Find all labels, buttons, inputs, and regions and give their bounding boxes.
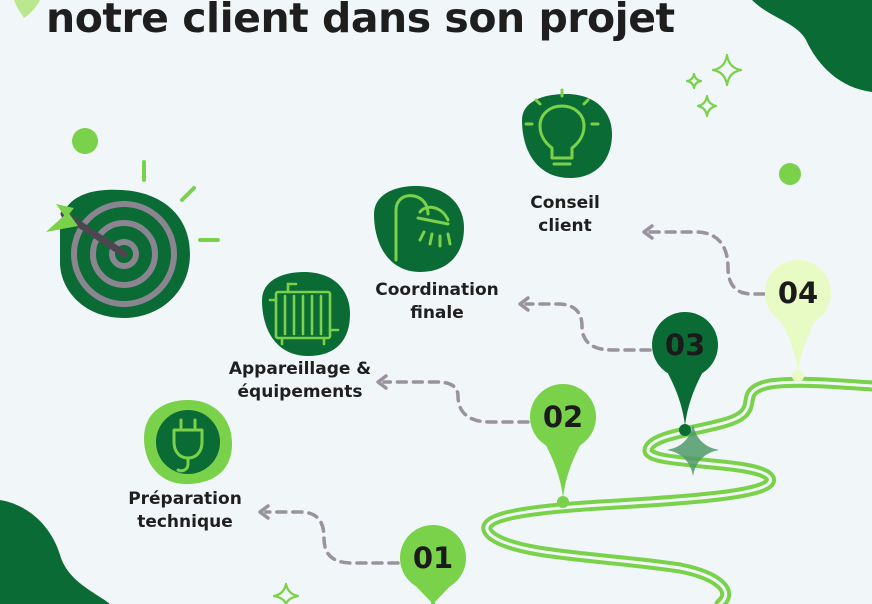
step-03-label-line2: finale <box>410 303 464 323</box>
pin-01 <box>400 525 466 604</box>
step-01-number: 01 <box>412 541 454 575</box>
road-center-line <box>485 380 872 604</box>
step-02-label-line2: équipements <box>237 382 363 402</box>
road-star-icon <box>667 424 719 476</box>
sparkle-icon <box>696 94 718 118</box>
arrowhead-icon <box>258 504 270 520</box>
step-01-label: Préparation technique <box>100 488 270 534</box>
corner-blob-top-right <box>752 0 872 92</box>
step-03-label-line1: Coordination <box>375 280 499 300</box>
arrowheads <box>258 224 654 520</box>
lightbulb-icon <box>522 88 612 178</box>
shower-icon <box>374 186 464 272</box>
sparkle-icon <box>685 72 703 90</box>
arrowhead-icon <box>376 374 388 390</box>
step-04-label: Conseil client <box>505 192 625 238</box>
target-icon <box>46 160 220 318</box>
page-title: notre client dans son projet <box>46 0 675 42</box>
step-04-label-line1: Conseil <box>530 193 600 213</box>
decor-dot <box>779 163 801 185</box>
connector-03 <box>524 302 652 352</box>
connector-02 <box>382 380 530 424</box>
corner-blob-bottom-left <box>0 500 110 604</box>
step-04-label-line2: client <box>538 216 592 236</box>
sparkle-icon <box>711 53 743 87</box>
pin-03 <box>652 312 718 436</box>
step-03-label: Coordination finale <box>352 279 522 325</box>
pin-02 <box>530 384 596 508</box>
step-04-number: 04 <box>777 276 819 310</box>
step-03-number: 03 <box>664 328 706 362</box>
radiator-icon <box>262 272 350 356</box>
connector-01 <box>264 510 400 565</box>
step-01-label-line2: technique <box>137 512 233 532</box>
step-02-number: 02 <box>542 400 584 434</box>
pin-04 <box>765 260 831 382</box>
connectors <box>264 230 766 565</box>
step-02-label: Appareillage & équipements <box>200 358 400 404</box>
connector-04 <box>648 230 766 296</box>
arrowhead-icon <box>642 224 654 240</box>
step-02-label-line1: Appareillage & <box>228 359 372 379</box>
corner-leaf-top-left <box>14 0 40 18</box>
arrowhead-icon <box>518 296 530 312</box>
sparkles <box>272 53 743 604</box>
decor-dot <box>72 128 98 154</box>
step-01-label-line1: Préparation <box>128 489 242 509</box>
plug-icon <box>144 400 232 484</box>
sparkle-icon <box>272 582 300 604</box>
